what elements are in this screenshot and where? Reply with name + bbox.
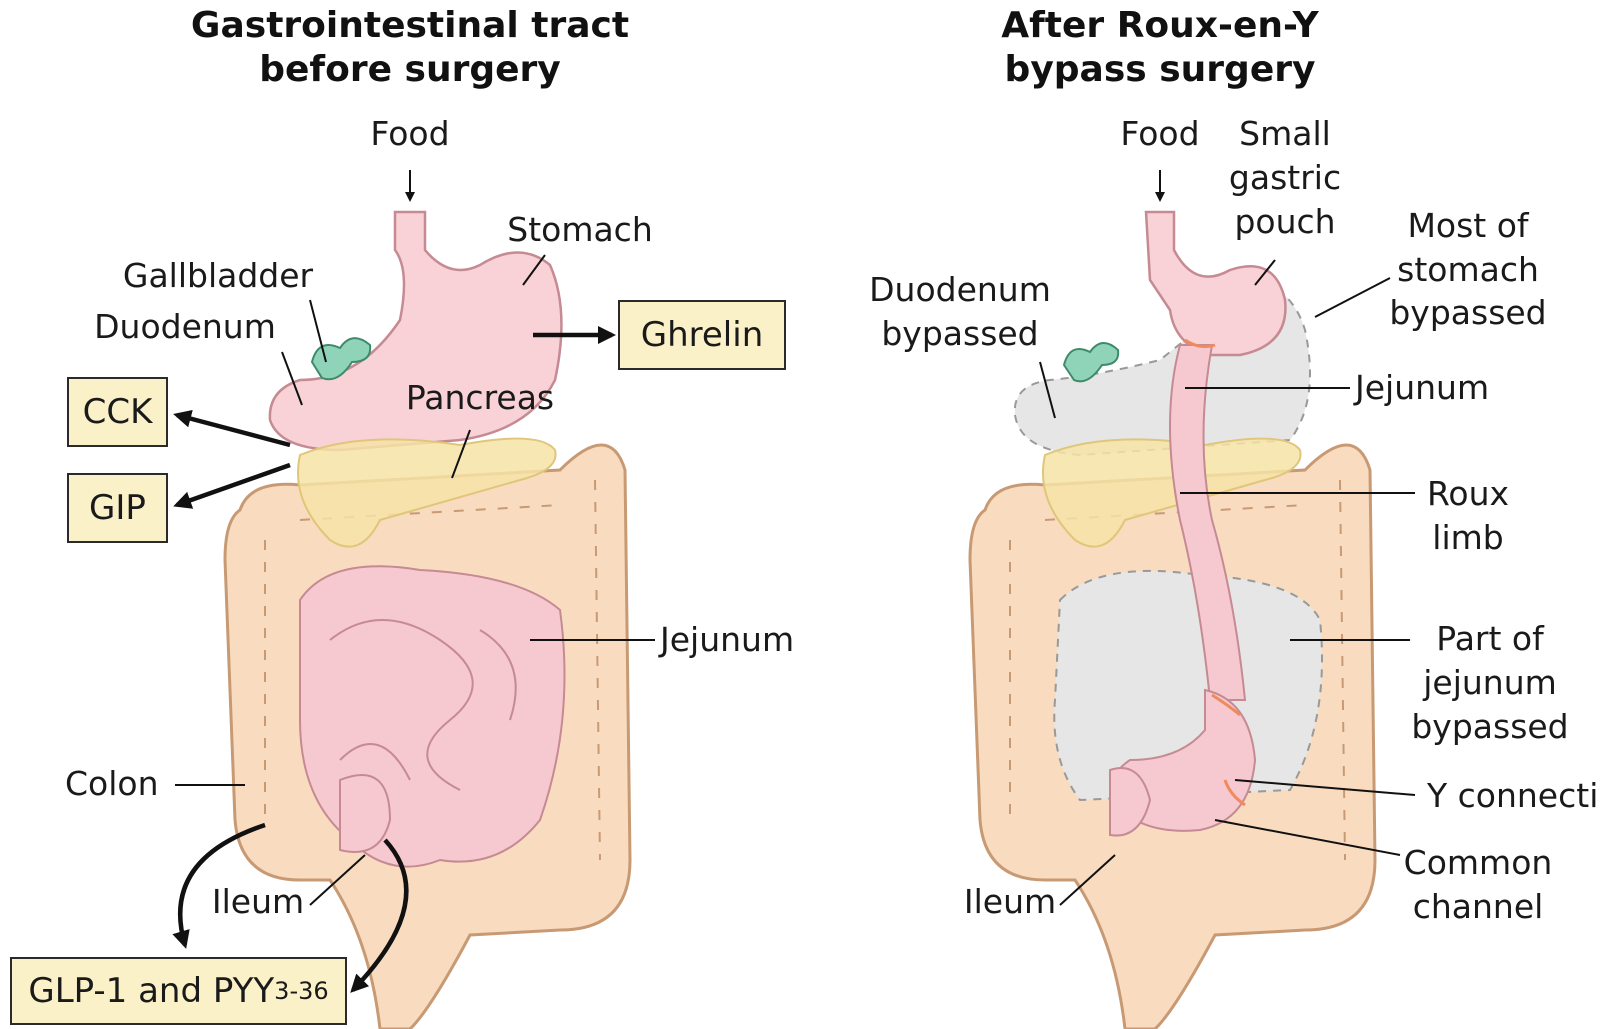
label-part-jejunum-3: bypassed — [1411, 705, 1568, 749]
label-most-stomach-3: bypassed — [1389, 291, 1546, 335]
left-title-line1: Gastrointestinal tract — [191, 4, 629, 48]
pyy-subscript: 3-36 — [274, 977, 328, 1005]
label-y-connection: Y connecti — [1427, 774, 1598, 818]
label-duodenum: Duodenum — [94, 305, 276, 349]
label-pancreas: Pancreas — [406, 376, 554, 420]
label-pouch-2: gastric — [1229, 156, 1341, 200]
label-roux-1: Roux — [1427, 472, 1509, 516]
label-duodenum-bypassed-1: Duodenum — [869, 268, 1051, 312]
hormone-box-gip: GIP — [67, 473, 168, 543]
label-ileum-left: Ileum — [212, 880, 304, 924]
label-ileum-right: Ileum — [964, 880, 1056, 924]
label-duodenum-bypassed-2: bypassed — [881, 312, 1038, 356]
label-gallbladder: Gallbladder — [123, 254, 313, 298]
right-title-line2: bypass surgery — [1005, 48, 1316, 92]
hormone-box-cck: CCK — [67, 377, 168, 447]
label-part-jejunum-1: Part of — [1436, 617, 1543, 661]
label-jejunum-right: Jejunum — [1355, 366, 1489, 410]
label-most-stomach-1: Most of — [1407, 204, 1528, 248]
label-part-jejunum-2: jejunum — [1423, 661, 1557, 705]
label-common-channel-2: channel — [1413, 885, 1544, 929]
label-most-stomach-2: stomach — [1397, 248, 1539, 292]
left-title-line2: before surgery — [259, 48, 561, 92]
right-title-line1: After Roux-en-Y — [1001, 4, 1318, 48]
label-jejunum-left: Jejunum — [660, 618, 794, 662]
glp1-pyy-text: GLP-1 and PYY — [28, 971, 274, 1011]
label-colon: Colon — [65, 762, 159, 806]
label-stomach: Stomach — [507, 208, 653, 252]
label-food-right: Food — [1120, 112, 1199, 156]
label-common-channel-1: Common — [1404, 841, 1553, 885]
label-food-left: Food — [370, 112, 449, 156]
label-roux-2: limb — [1432, 516, 1503, 560]
hormone-box-ghrelin: Ghrelin — [618, 300, 786, 370]
label-pouch-3: pouch — [1234, 200, 1335, 244]
label-pouch-1: Small — [1239, 112, 1331, 156]
